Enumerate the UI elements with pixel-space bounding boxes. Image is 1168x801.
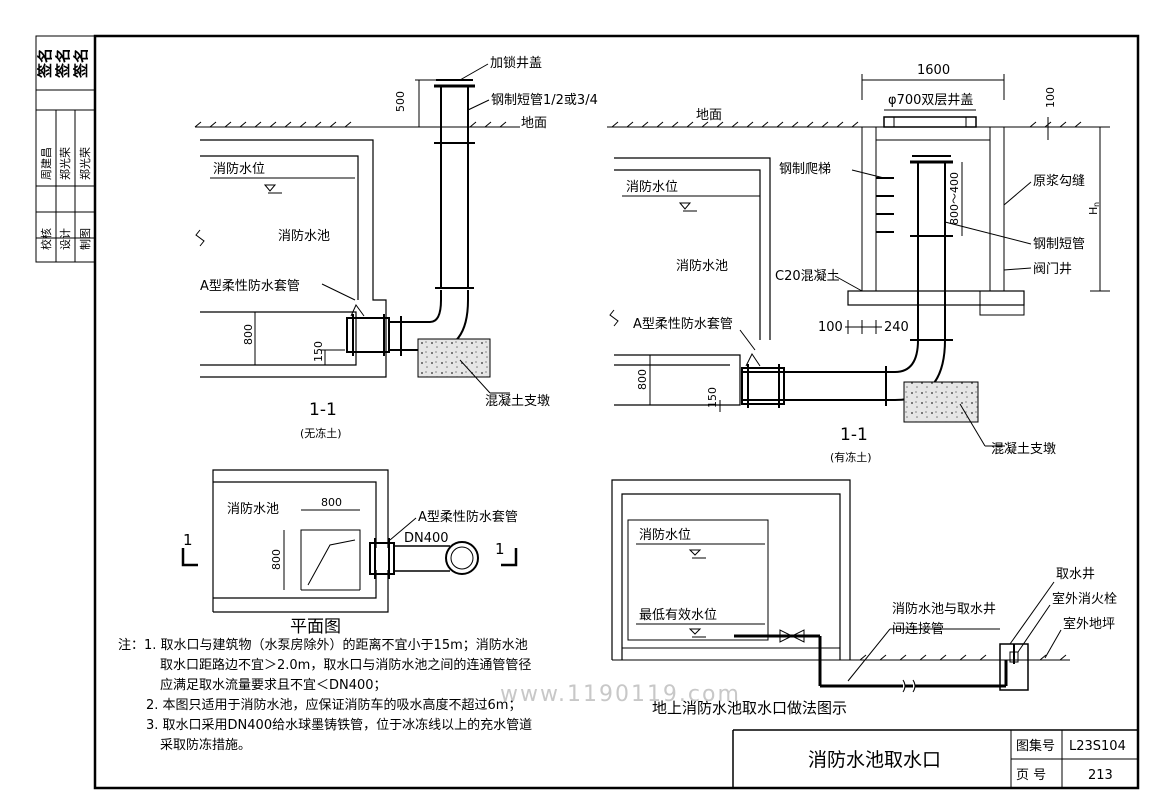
tl-dim-500: 500 [394, 91, 407, 112]
tl-water-level: 消防水位 [213, 161, 265, 177]
tb-page-label: 页 号 [1016, 768, 1046, 783]
gd-hydrant: 室外消火栓 [1052, 591, 1117, 607]
tl-section: 1-1 [309, 400, 337, 420]
gd-outdoor-ground: 室外地坪 [1063, 616, 1115, 632]
role-design: 设计 [59, 228, 72, 250]
tl-sleeve-label: A型柔性防水套管 [200, 278, 300, 294]
tr-hn: H [1087, 207, 1100, 215]
tr-short-pipe: 钢制短管 [1033, 237, 1085, 252]
tr-grout: 原浆勾缝 [1033, 174, 1085, 189]
plan-cut-right: 1 [495, 540, 505, 558]
section-with-frost: 地面 消防水位 消防水池 钢制爬梯 [607, 63, 1110, 464]
watermark: www.1190119.com [500, 682, 741, 707]
tb-atlas-label: 图集号 [1016, 738, 1055, 754]
gd-connect-1: 消防水池与取水井 [892, 601, 996, 617]
gd-title: 地上消防水池取水口做法图示 [652, 699, 847, 717]
note-line-6: 采取防冻措施。 [160, 738, 252, 753]
plan-dim-800v: 800 [270, 549, 283, 570]
tr-valve-well: 阀门井 [1033, 262, 1072, 277]
outer-frame [93, 34, 1140, 790]
tl-dim-800: 800 [242, 324, 255, 345]
signature-2: 签名 [54, 48, 72, 79]
tl-dim-150: 150 [312, 341, 325, 362]
plan-fire-pool: 消防水池 [227, 501, 279, 517]
notes-prefix: 注： [118, 638, 145, 653]
name-design: 郑光荣 [58, 147, 72, 180]
tl-fire-pool: 消防水池 [278, 228, 330, 244]
plan-title: 平面图 [290, 617, 341, 637]
tl-ground: 地面 [521, 116, 547, 131]
tb-page-no: 213 [1088, 768, 1113, 783]
tl-locked-cover: 加锁井盖 [490, 55, 542, 71]
note-1: 1. 取水口与建筑物（水泵房除外）的距离不宜小于15m；消防水池 [144, 638, 528, 653]
name-check: 周建昌 [39, 147, 53, 180]
tr-dim-800-400: 800～400 [948, 172, 961, 225]
tr-water-level: 消防水位 [626, 179, 678, 195]
above-ground-diagram: 消防水位 最低有效水位 取水井 室外消火栓 室外地坪 消防水池与取水井 间连接管… [611, 479, 1117, 717]
tl-section-sub: (无冻土) [300, 426, 342, 440]
tr-fire-pool: 消防水池 [676, 258, 728, 274]
plan-dn: DN400 [404, 531, 449, 546]
tb-atlas-no: L23S104 [1069, 739, 1126, 754]
gd-min-level: 最低有效水位 [639, 608, 717, 623]
tr-dim-800: 800 [636, 369, 649, 390]
tr-sleeve: A型柔性防水套管 [633, 316, 733, 332]
tr-dim-240: 240 [884, 320, 909, 335]
tr-dim-100b: 100 [818, 320, 843, 335]
section-no-frost: 消防水位 消防水池 A型柔性防水套管 加锁井盖 钢制短管1/2或3/4 地面 5… [194, 55, 598, 440]
tr-hn-sub: n [1092, 202, 1101, 207]
tr-section: 1-1 [840, 425, 868, 445]
note-line-2: 取水口距路边不宜＞2.0m，取水口与消防水池之间的连通管管径 [160, 658, 532, 673]
side-table: 签名 签名 签名 校核 设计 制图 周建昌 郑光荣 郑光荣 [35, 35, 96, 263]
tr-ground: 地面 [696, 108, 722, 123]
tl-support: 混凝土支墩 [485, 393, 550, 409]
tr-section-sub: (有冻土) [830, 450, 872, 464]
plan-dim-800: 800 [321, 496, 342, 509]
notes: 注：1. 取水口与建筑物（水泵房除外）的距离不宜小于15m；消防水池 取水口距路… [118, 636, 718, 756]
tl-steel-pipe: 钢制短管1/2或3/4 [491, 93, 598, 108]
tr-dim-150: 150 [706, 387, 719, 408]
name-draw: 郑光荣 [78, 147, 92, 180]
note-line-5: 3. 取水口采用DN400给水球墨铸铁管，位于冰冻线以上的充水管道 [146, 718, 533, 733]
plan-view: 消防水池 800 800 A型柔性防水套管 DN400 1 1 平面图 [181, 469, 518, 637]
tr-cover: φ700双层井盖 [888, 93, 973, 108]
tr-dim-1600: 1600 [917, 63, 950, 78]
note-line-4: 2. 本图只适用于消防水池，应保证消防车的吸水高度不超过6m； [146, 698, 522, 713]
signature-3: 签名 [72, 48, 90, 79]
tr-ladder: 钢制爬梯 [779, 162, 831, 177]
tr-concrete: C20混凝土 [775, 268, 840, 284]
gd-water-level: 消防水位 [639, 527, 691, 543]
tb-title: 消防水池取水口 [808, 749, 941, 771]
plan-sleeve: A型柔性防水套管 [418, 509, 518, 525]
note-line-1: 注：1. 取水口与建筑物（水泵房除外）的距离不宜小于15m；消防水池 [118, 636, 718, 656]
gd-intake-well: 取水井 [1056, 567, 1095, 582]
tr-dim-100: 100 [1044, 87, 1057, 108]
title-block: 消防水池取水口 图集号 L23S104 页 号 213 [732, 729, 1138, 788]
plan-cut-left: 1 [183, 531, 193, 549]
signature-1: 签名 [36, 48, 54, 79]
role-draw: 制图 [79, 228, 92, 250]
note-line-3: 应满足取水流量要求且不宜＜DN400； [160, 678, 387, 693]
tr-support: 混凝土支墩 [991, 441, 1056, 457]
role-check: 校核 [39, 228, 53, 250]
